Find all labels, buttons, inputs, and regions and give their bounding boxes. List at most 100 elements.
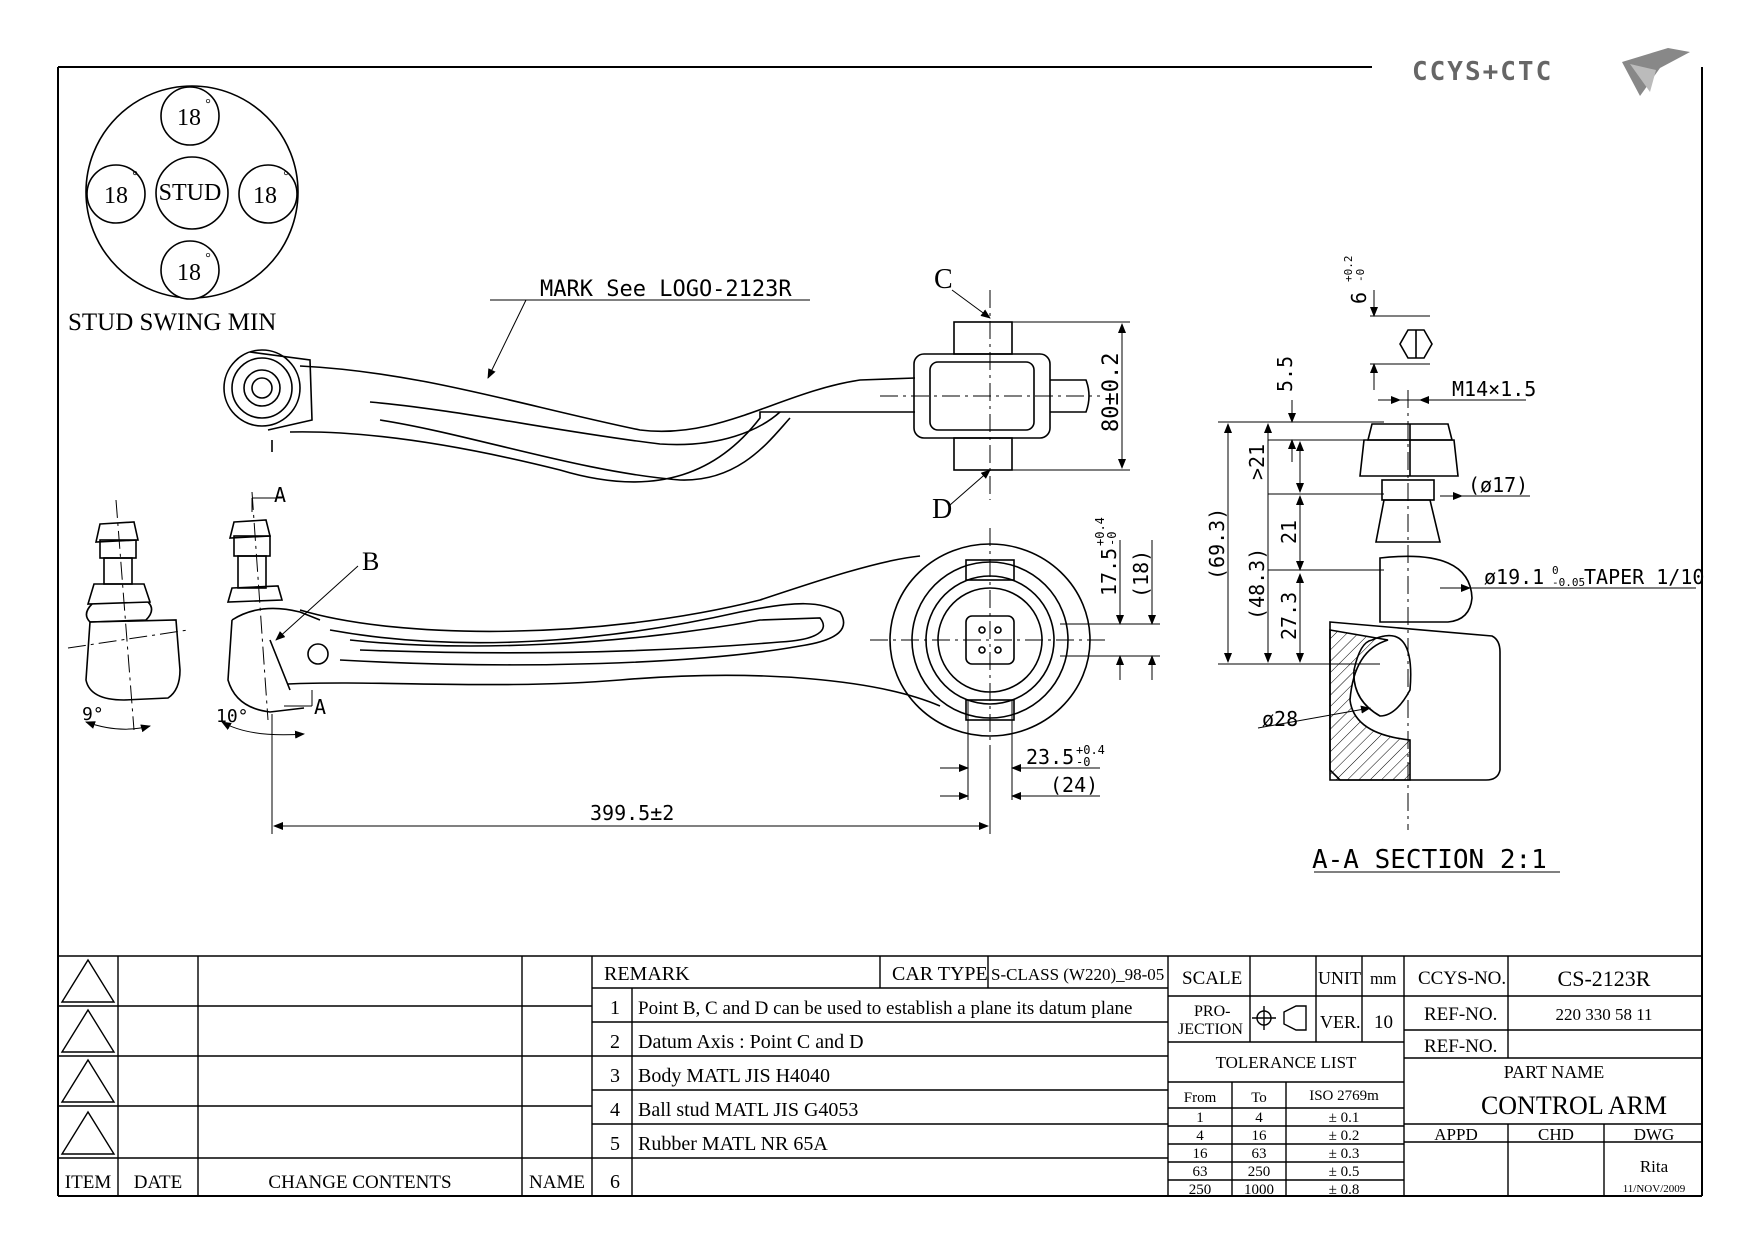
section-a-top: A bbox=[274, 483, 286, 507]
ver-value: 10 bbox=[1374, 1012, 1393, 1033]
dim-21: 21 bbox=[1277, 520, 1301, 544]
taper-dia: ø19.1 bbox=[1484, 565, 1544, 589]
svg-text:-0: -0 bbox=[1105, 532, 1119, 546]
top-view-centerlines bbox=[880, 290, 1100, 500]
ccys-no-label: CCYS-NO. bbox=[1418, 968, 1506, 989]
tolerance-title: TOLERANCE LIST bbox=[1216, 1053, 1357, 1072]
unit-label: UNIT bbox=[1318, 968, 1361, 988]
header-change-contents: CHANGE CONTENTS bbox=[268, 1172, 451, 1193]
svg-text:16: 16 bbox=[1252, 1128, 1268, 1144]
stud-swing-caption: STUD SWING MIN bbox=[68, 309, 276, 336]
svg-text:+0.4: +0.4 bbox=[1093, 517, 1107, 546]
dim-23-5: 23.5 bbox=[1026, 745, 1074, 769]
swing-angle-right: 18 bbox=[253, 183, 277, 209]
dim-399-5: 399.5±2 bbox=[590, 801, 674, 825]
front-view-labels: B A A 9° 10° 17.5 +0.4 -0 (18) 23.5 +0.4… bbox=[82, 483, 1153, 825]
point-c-label: C bbox=[934, 264, 953, 295]
angle-9: 9° bbox=[82, 704, 104, 725]
svg-text:± 0.1: ± 0.1 bbox=[1329, 1110, 1360, 1126]
dim-18: (18) bbox=[1129, 550, 1153, 598]
front-view-centerlines bbox=[67, 491, 1110, 760]
ver-label: VER. bbox=[1320, 1012, 1361, 1032]
svg-text:± 0.8: ± 0.8 bbox=[1329, 1182, 1360, 1198]
dim-gt-21: >21 bbox=[1245, 444, 1269, 480]
ref-no-value: 220 330 58 11 bbox=[1555, 1005, 1652, 1024]
section-a-bottom: A bbox=[314, 695, 326, 719]
dim-6: 6 bbox=[1347, 292, 1371, 304]
top-view-dimensions bbox=[487, 289, 1130, 506]
section-dimensions bbox=[1218, 290, 1696, 873]
svg-text:16: 16 bbox=[1193, 1146, 1209, 1162]
part-name-value: CONTROL ARM bbox=[1481, 1091, 1667, 1120]
svg-text:PRO-: PRO- bbox=[1194, 1003, 1230, 1020]
svg-text:4: 4 bbox=[1255, 1110, 1263, 1126]
dim-17-5: 17.5 bbox=[1097, 548, 1121, 596]
thread-label: M14×1.5 bbox=[1452, 377, 1536, 401]
svg-text:ISO 2769m: ISO 2769m bbox=[1309, 1088, 1379, 1104]
taper-text: TAPER 1/10 bbox=[1584, 565, 1704, 589]
stud-center-label: STUD bbox=[159, 180, 222, 206]
section-view bbox=[1329, 329, 1501, 781]
remark-4: Ball stud MATL JIS G4053 bbox=[638, 1099, 858, 1121]
swing-angle-top: 18 bbox=[177, 105, 201, 131]
ball-stud-side-view bbox=[85, 519, 321, 713]
swing-angle-bottom: 18 bbox=[177, 260, 201, 286]
remark-header: REMARK bbox=[604, 963, 690, 985]
tolerance-table-text: From To ISO 2769m 1 4 ± 0.1 4 16 ± 0.2 1… bbox=[1184, 1088, 1379, 1198]
ref-no-label: REF-NO. bbox=[1424, 1004, 1497, 1025]
dim-17-label: (ø17) bbox=[1468, 473, 1528, 497]
section-labels: 6 +0.2 -0 5.5 M14×1.5 >21 (ø17) 21 (69.3… bbox=[1205, 256, 1704, 876]
stud-swing-labels: 18 18 18 18 ° ° ° ° STUD STUD SWING MIN bbox=[68, 97, 289, 336]
svg-text:1000: 1000 bbox=[1244, 1182, 1274, 1198]
dim-48-3: (48.3) bbox=[1245, 548, 1269, 620]
svg-text:5: 5 bbox=[610, 1133, 620, 1155]
remark-5: Rubber MATL NR 65A bbox=[638, 1133, 828, 1155]
svg-text:4: 4 bbox=[610, 1099, 620, 1121]
scale-projection-text: SCALE UNIT mm PRO- JECTION VER. 10 TOLER… bbox=[1178, 968, 1396, 1072]
car-type-value: S-CLASS (W220)_98-05 bbox=[991, 965, 1164, 984]
angle-10: 10° bbox=[216, 706, 249, 727]
point-b-label: B bbox=[362, 547, 379, 576]
dim-27-3: 27.3 bbox=[1277, 592, 1301, 640]
dim-28: ø28 bbox=[1262, 707, 1298, 731]
svg-text:1: 1 bbox=[1196, 1110, 1204, 1126]
header-name: NAME bbox=[529, 1172, 585, 1193]
svg-text:63: 63 bbox=[1252, 1146, 1267, 1162]
svg-text:-0: -0 bbox=[1354, 269, 1367, 282]
point-d-label: D bbox=[932, 494, 952, 525]
title-block-grid bbox=[58, 955, 1702, 1196]
dim-5-5: 5.5 bbox=[1273, 356, 1297, 392]
svg-text:From: From bbox=[1184, 1090, 1217, 1106]
svg-text:± 0.2: ± 0.2 bbox=[1329, 1128, 1360, 1144]
stud-swing-diagram bbox=[85, 85, 299, 300]
svg-text:6: 6 bbox=[610, 1171, 620, 1193]
mark-label: MARK See LOGO-2123R bbox=[540, 277, 792, 302]
header-date: DATE bbox=[134, 1172, 183, 1193]
svg-text:0: 0 bbox=[1552, 564, 1559, 577]
svg-text:+0.2: +0.2 bbox=[1342, 256, 1355, 283]
svg-text:2: 2 bbox=[610, 1031, 620, 1053]
part-info-text: CCYS-NO. CS-2123R REF-NO. 220 330 58 11 … bbox=[1418, 966, 1686, 1195]
front-view-dimensions bbox=[85, 497, 1160, 834]
part-name-label: PART NAME bbox=[1504, 1062, 1604, 1082]
dim-80-label: 80±0.2 bbox=[1099, 353, 1124, 432]
svg-text:°: ° bbox=[205, 97, 211, 112]
top-view-labels: MARK See LOGO-2123R C D 80±0.2 bbox=[540, 264, 1124, 525]
header-item: ITEM bbox=[65, 1172, 112, 1193]
unit-value: mm bbox=[1370, 969, 1396, 988]
svg-text:1: 1 bbox=[610, 997, 620, 1019]
svg-text:To: To bbox=[1251, 1090, 1267, 1106]
dwg-date: 11/NOV/2009 bbox=[1623, 1183, 1686, 1195]
svg-text:-0.05: -0.05 bbox=[1552, 576, 1585, 589]
svg-text:63: 63 bbox=[1193, 1164, 1208, 1180]
remarks-text: REMARK CAR TYPE S-CLASS (W220)_98-05 1 P… bbox=[604, 963, 1164, 1193]
svg-text:± 0.3: ± 0.3 bbox=[1329, 1146, 1360, 1162]
svg-text:250: 250 bbox=[1189, 1182, 1212, 1198]
swing-angle-left: 18 bbox=[104, 183, 128, 209]
section-title: A-A SECTION 2:1 bbox=[1312, 845, 1547, 875]
chd-label: CHD bbox=[1538, 1125, 1574, 1144]
dim-24: (24) bbox=[1050, 773, 1098, 797]
dwg-name: Rita bbox=[1640, 1157, 1669, 1176]
svg-text:3: 3 bbox=[610, 1065, 620, 1087]
